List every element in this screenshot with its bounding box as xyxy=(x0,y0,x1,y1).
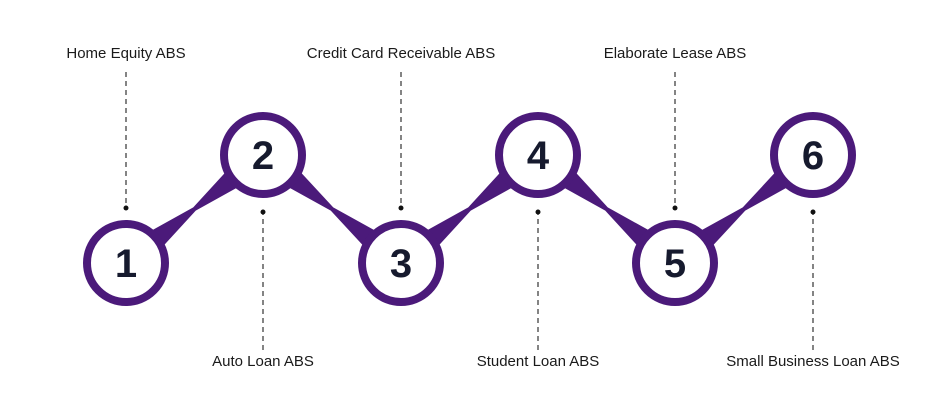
step-number: 3 xyxy=(390,242,412,286)
step-number: 5 xyxy=(664,242,686,286)
step-number: 1 xyxy=(115,242,137,286)
leader-dot xyxy=(535,209,541,215)
leader-dot xyxy=(672,205,678,211)
step-circle xyxy=(770,112,856,198)
step-label: Elaborate Lease ABS xyxy=(603,45,747,62)
connector xyxy=(561,170,652,248)
step-label: Small Business Loan ABS xyxy=(726,353,900,370)
step-label: Credit Card Receivable ABS xyxy=(306,45,496,62)
step-label: Auto Loan ABS xyxy=(212,353,314,370)
leader-dot xyxy=(398,205,404,211)
connector xyxy=(424,170,515,248)
connector xyxy=(698,170,790,248)
step-circle xyxy=(220,112,306,198)
leader-dot xyxy=(260,209,266,215)
step-circle xyxy=(358,220,444,306)
step-circle xyxy=(83,220,169,306)
leader-dot xyxy=(123,205,129,211)
step-label: Student Loan ABS xyxy=(476,353,600,370)
step-label: Home Equity ABS xyxy=(66,45,186,62)
step-circle xyxy=(495,112,581,198)
step-circle xyxy=(632,220,718,306)
connector xyxy=(149,170,240,248)
step-number: 6 xyxy=(802,134,824,178)
step-number: 4 xyxy=(527,134,550,178)
leader-dot xyxy=(810,209,816,215)
connector xyxy=(286,170,378,248)
step-number: 2 xyxy=(252,134,274,178)
